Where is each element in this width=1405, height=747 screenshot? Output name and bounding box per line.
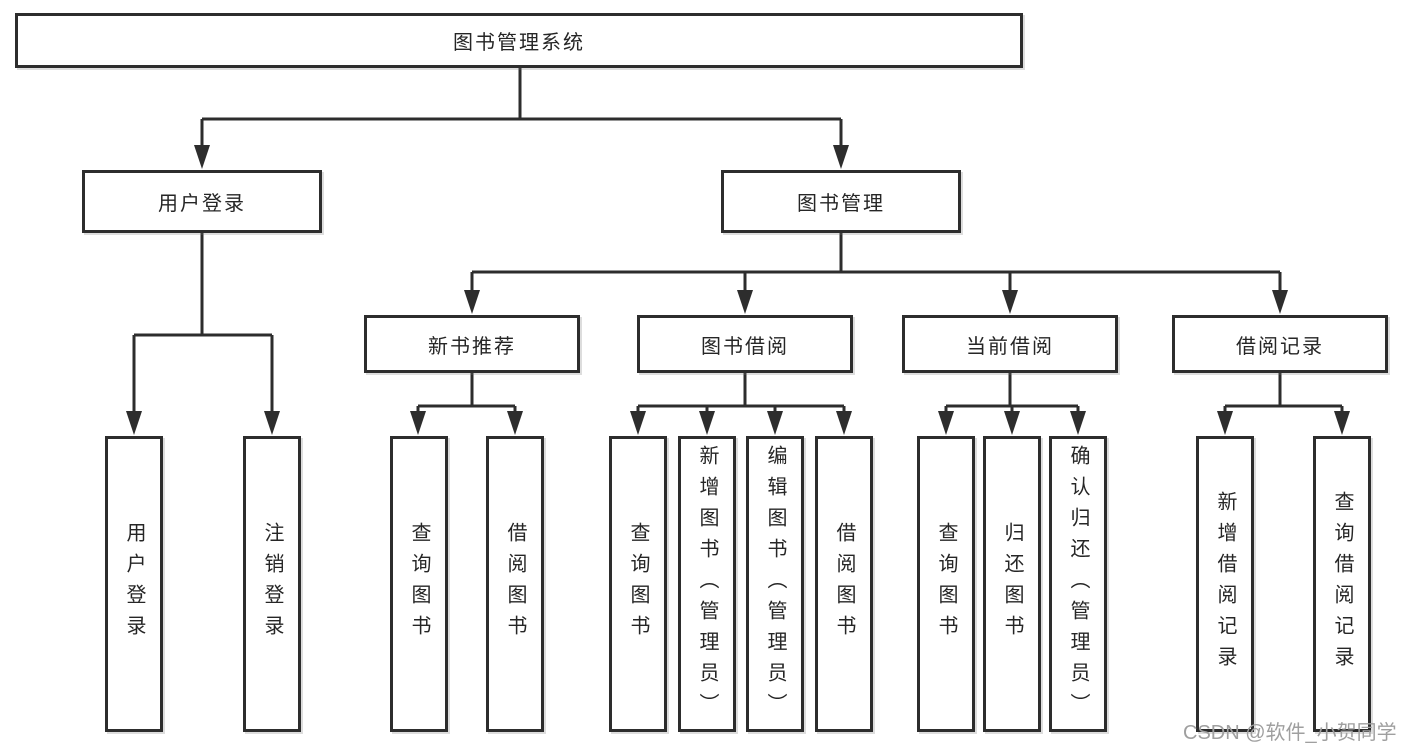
- node-book-management-label: 图书管理: [797, 193, 885, 215]
- leaf-cb-confirm-return-admin-label: 确认归还（管理员）: [1067, 444, 1089, 724]
- node-new-book-recommend: 新书推荐: [364, 315, 580, 373]
- leaf-br-query-borrow-record: 查询借阅记录: [1313, 436, 1371, 732]
- node-library-system: 图书管理系统: [15, 13, 1023, 68]
- leaf-bb-borrow-books: 借阅图书: [815, 436, 873, 732]
- leaf-logout-login-label: 注销登录: [261, 522, 283, 646]
- node-book-management: 图书管理: [721, 170, 961, 233]
- leaf-nb-borrow-books-label: 借阅图书: [504, 522, 526, 646]
- node-library-system-label: 图书管理系统: [453, 32, 585, 54]
- leaf-cb-return-books-label: 归还图书: [1001, 522, 1023, 646]
- leaf-nb-query-books: 查询图书: [390, 436, 448, 732]
- leaf-cb-confirm-return-admin: 确认归还（管理员）: [1049, 436, 1107, 732]
- leaf-logout-login: 注销登录: [243, 436, 301, 732]
- leaf-cb-query-books-label: 查询图书: [935, 522, 957, 646]
- leaf-bb-query-books: 查询图书: [609, 436, 667, 732]
- leaf-user-login-label: 用户登录: [123, 522, 145, 646]
- node-user-login: 用户登录: [82, 170, 322, 233]
- leaf-cb-query-books: 查询图书: [917, 436, 975, 732]
- leaf-bb-add-books-admin: 新增图书（管理员）: [678, 436, 736, 732]
- csdn-watermark: CSDN @软件_小贺同学: [1183, 722, 1397, 744]
- leaf-br-query-borrow-record-label: 查询借阅记录: [1331, 491, 1353, 677]
- node-current-borrowing-label: 当前借阅: [966, 335, 1054, 358]
- leaf-user-login: 用户登录: [105, 436, 163, 732]
- leaf-nb-borrow-books: 借阅图书: [486, 436, 544, 732]
- node-book-borrowing: 图书借阅: [637, 315, 853, 373]
- leaf-bb-query-books-label: 查询图书: [627, 522, 649, 646]
- node-new-book-recommend-label: 新书推荐: [428, 335, 516, 358]
- leaf-cb-return-books: 归还图书: [983, 436, 1041, 732]
- node-book-borrowing-label: 图书借阅: [701, 335, 789, 358]
- leaf-br-add-borrow-record: 新增借阅记录: [1196, 436, 1254, 732]
- leaf-br-add-borrow-record-label: 新增借阅记录: [1214, 491, 1236, 677]
- node-borrow-records-label: 借阅记录: [1236, 335, 1324, 358]
- node-user-login-label: 用户登录: [158, 193, 246, 215]
- leaf-bb-add-books-admin-label: 新增图书（管理员）: [696, 444, 718, 724]
- node-borrow-records: 借阅记录: [1172, 315, 1388, 373]
- leaf-bb-edit-books-admin: 编辑图书（管理员）: [746, 436, 804, 732]
- leaf-nb-query-books-label: 查询图书: [408, 522, 430, 646]
- leaf-bb-borrow-books-label: 借阅图书: [833, 522, 855, 646]
- node-current-borrowing: 当前借阅: [902, 315, 1118, 373]
- leaf-bb-edit-books-admin-label: 编辑图书（管理员）: [764, 444, 786, 724]
